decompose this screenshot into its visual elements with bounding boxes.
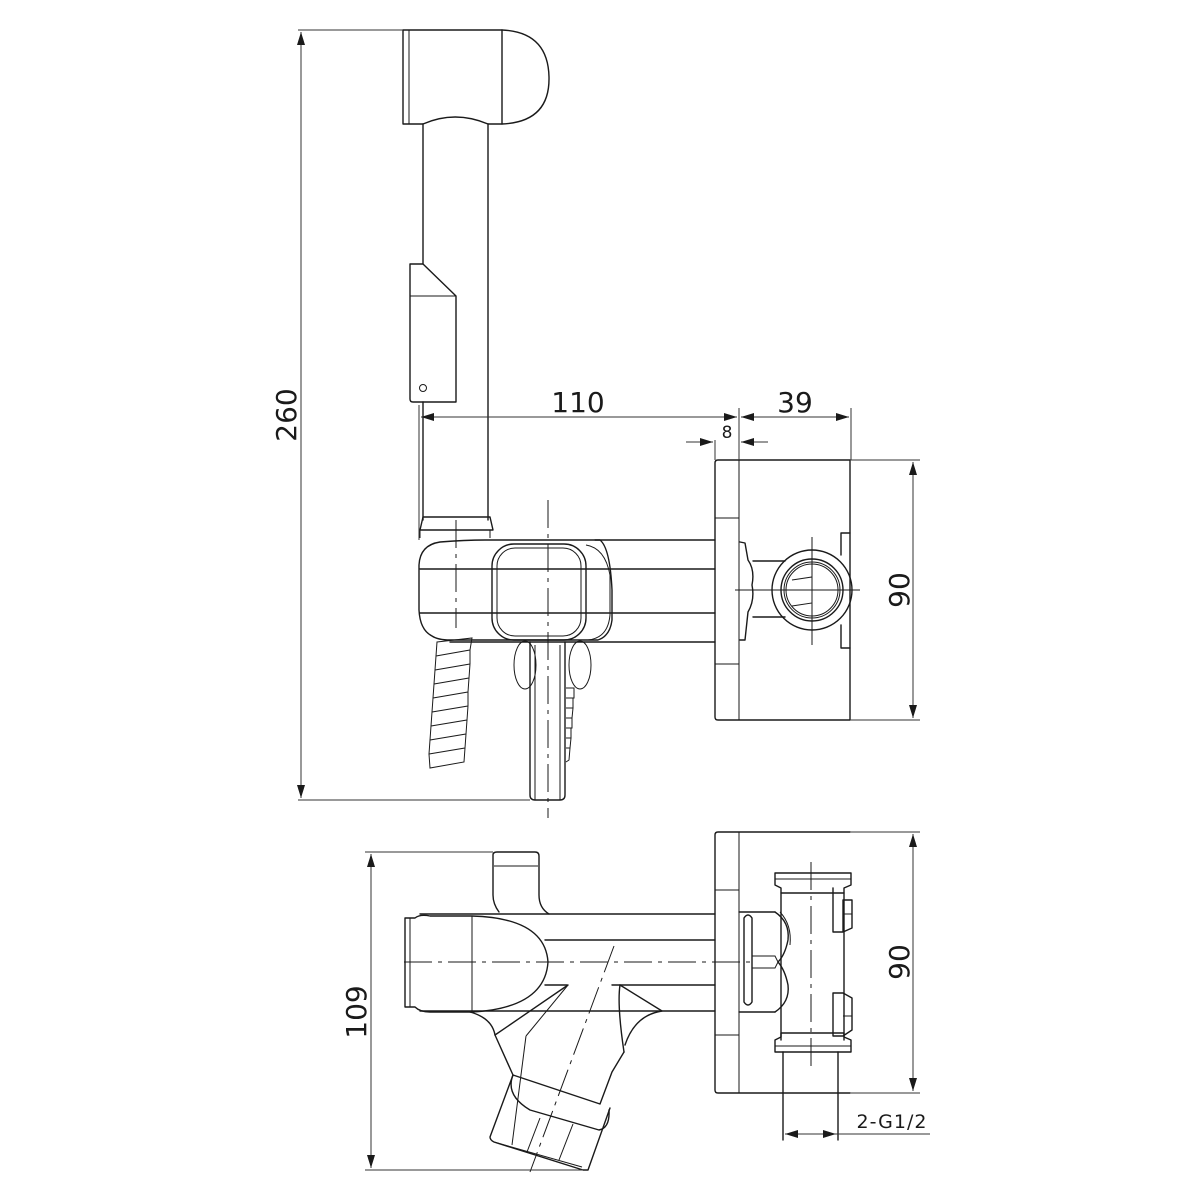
handle-collar <box>419 516 494 628</box>
dimension-label-260: 260 <box>270 388 303 441</box>
wall-valve-top <box>738 862 853 1141</box>
wall-valve-front <box>735 532 860 649</box>
front-view: 260 110 39 8 <box>270 29 920 818</box>
dimension-label-8: 8 <box>722 423 733 443</box>
holder-body <box>418 500 716 818</box>
dimension-8: 8 <box>686 423 768 460</box>
dimension-thread: 2-G1/2 <box>785 1111 930 1138</box>
holder-post <box>492 851 550 915</box>
main-arm-top <box>404 913 750 1013</box>
dimension-label-39: 39 <box>777 386 813 419</box>
dimension-109: 109 <box>340 851 583 1171</box>
top-view: 109 90 2-G1/2 <box>340 831 930 1173</box>
angled-outlet <box>469 945 663 1173</box>
dimension-label-90-top: 90 <box>883 944 916 980</box>
dimension-90-front: 90 <box>850 459 920 721</box>
hand-shower-handle <box>409 123 489 521</box>
dimension-260: 260 <box>270 29 530 801</box>
hose-left <box>428 637 473 769</box>
dimension-label-110: 110 <box>551 386 604 419</box>
dimension-label-109: 109 <box>340 985 373 1038</box>
outlet-pipe <box>513 640 592 801</box>
dimension-label-90-front: 90 <box>883 572 916 608</box>
hand-shower-head <box>402 29 550 125</box>
dimension-39: 39 <box>738 386 852 460</box>
wall-plate-top <box>714 831 851 1094</box>
dimension-90-top: 90 <box>850 831 920 1094</box>
dimension-label-thread: 2-G1/2 <box>857 1111 928 1133</box>
dimension-110: 110 <box>418 386 737 540</box>
